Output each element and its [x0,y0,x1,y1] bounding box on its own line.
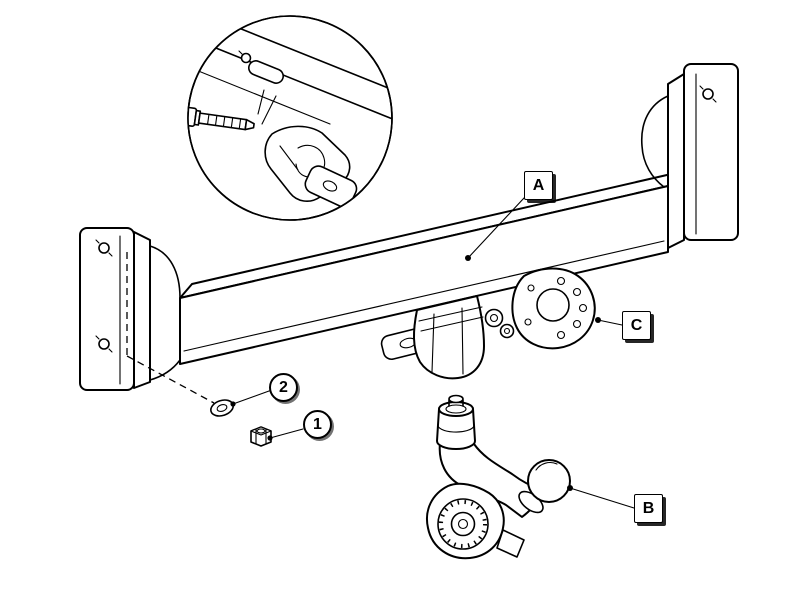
washer [210,399,234,417]
crossbar-beam [179,171,681,365]
left-mounting-plate [79,227,181,391]
hidden-bolt-axis [126,252,215,404]
callout-washer: 2 [269,373,298,402]
callout-beam-label: A [532,176,545,194]
leader-lines [230,197,635,509]
center-receiver-bracket [380,295,485,380]
callout-nut-label: 1 [313,415,322,433]
detail-inset [187,15,393,221]
callout-nut: 1 [303,410,332,439]
callout-towball: B [634,494,663,523]
callout-flange: C [622,311,651,340]
flange-plate [484,267,596,350]
callout-washer-label: 2 [279,378,288,396]
towball-assembly [426,394,571,560]
callout-towball-label: B [642,499,655,517]
right-mounting-plate [640,63,739,249]
callout-flange-label: C [630,316,643,334]
callout-beam: A [524,171,553,200]
nut [250,426,272,447]
